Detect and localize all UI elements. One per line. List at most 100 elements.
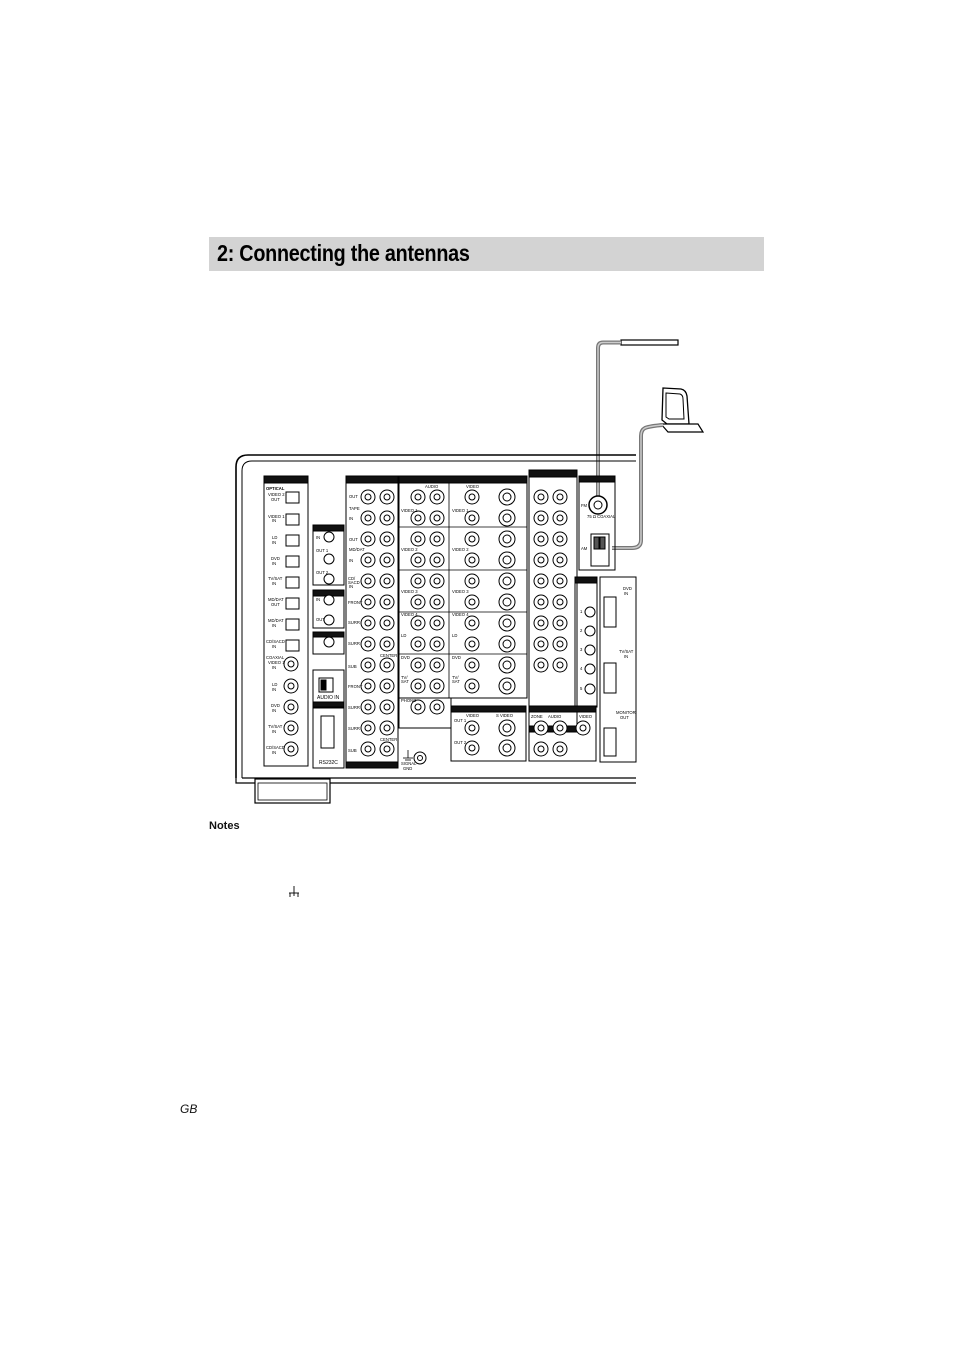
svg-text:SUB: SUB bbox=[348, 664, 357, 669]
svg-text:VIDEO 4: VIDEO 4 bbox=[452, 612, 469, 617]
svg-text:COAXIAL: COAXIAL bbox=[266, 655, 285, 660]
svg-text:SURR: SURR bbox=[348, 641, 360, 646]
svg-text:CENTER: CENTER bbox=[380, 653, 397, 658]
section-title-bar: 2: Connecting the antennas bbox=[209, 237, 764, 271]
svg-text:TV/: TV/ bbox=[401, 675, 408, 680]
svg-text:MD/DAT: MD/DAT bbox=[268, 618, 284, 623]
svg-text:SURR: SURR bbox=[348, 726, 360, 731]
svg-text:VIDEO 1: VIDEO 1 bbox=[452, 508, 469, 513]
ground-icon bbox=[289, 886, 299, 897]
antenna-terminals bbox=[588, 495, 610, 567]
svg-text:AUDIO: AUDIO bbox=[548, 714, 562, 719]
svg-text:VIDEO: VIDEO bbox=[466, 713, 480, 718]
svg-text:DVD: DVD bbox=[401, 655, 410, 660]
svg-text:SURR: SURR bbox=[348, 620, 360, 625]
svg-text:VIDEO 3: VIDEO 3 bbox=[401, 589, 418, 594]
svg-text:1: 1 bbox=[580, 609, 583, 614]
svg-text:MD/DAT: MD/DAT bbox=[349, 547, 365, 552]
svg-text:OUT: OUT bbox=[349, 494, 358, 499]
svg-text:IN: IN bbox=[272, 687, 276, 692]
audio-jacks bbox=[318, 488, 617, 765]
svg-text:AM: AM bbox=[581, 546, 588, 551]
svg-text:SAT: SAT bbox=[401, 679, 409, 684]
svg-text:VIDEO 3: VIDEO 3 bbox=[452, 589, 469, 594]
svg-text:SURR: SURR bbox=[348, 705, 360, 710]
svg-text:SAT: SAT bbox=[452, 679, 460, 684]
svg-text:FM: FM bbox=[581, 503, 588, 508]
svg-text:AUDIO IN: AUDIO IN bbox=[317, 695, 340, 701]
svg-text:OUT 2: OUT 2 bbox=[454, 740, 467, 745]
svg-text:IN: IN bbox=[272, 561, 276, 566]
svg-text:IN: IN bbox=[272, 644, 276, 649]
svg-text:MONITOR: MONITOR bbox=[616, 710, 636, 715]
svg-text:IN: IN bbox=[272, 708, 276, 713]
coaxial-jacks bbox=[283, 656, 299, 757]
svg-text:TV/SAT: TV/SAT bbox=[268, 576, 283, 581]
svg-text:DVD: DVD bbox=[623, 586, 632, 591]
svg-text:IN: IN bbox=[272, 729, 276, 734]
svg-text:SUB: SUB bbox=[348, 748, 357, 753]
svg-text:VIDEO 1: VIDEO 1 bbox=[401, 508, 418, 513]
svg-text:FRONT: FRONT bbox=[348, 600, 363, 605]
svg-text:IN: IN bbox=[272, 518, 276, 523]
svg-text:RS232C: RS232C bbox=[319, 760, 338, 766]
svg-text:VIDEO 2: VIDEO 2 bbox=[401, 547, 418, 552]
svg-text:LD: LD bbox=[401, 633, 406, 638]
svg-text:IN: IN bbox=[624, 591, 628, 596]
svg-text:IN: IN bbox=[316, 597, 320, 602]
svg-text:OUT: OUT bbox=[271, 602, 280, 607]
svg-text:S VIDEO: S VIDEO bbox=[496, 713, 514, 718]
svg-text:DVD: DVD bbox=[271, 556, 280, 561]
svg-text:VIDEO 1: VIDEO 1 bbox=[268, 514, 285, 519]
svg-text:75 Ω COAXIAL: 75 Ω COAXIAL bbox=[587, 514, 616, 519]
svg-text:IN: IN bbox=[349, 558, 353, 563]
svg-text:IN: IN bbox=[272, 665, 276, 670]
svg-text:CD/SACD: CD/SACD bbox=[266, 745, 285, 750]
svg-text:IN: IN bbox=[624, 654, 628, 659]
svg-text:VIDEO: VIDEO bbox=[579, 714, 593, 719]
svg-text:TV/SAT: TV/SAT bbox=[619, 649, 634, 654]
svg-text:VIDEO 4: VIDEO 4 bbox=[401, 612, 418, 617]
svg-text:CD/SACD: CD/SACD bbox=[266, 639, 285, 644]
svg-text:PHONO: PHONO bbox=[401, 698, 417, 703]
svg-text:AUDIO: AUDIO bbox=[425, 484, 439, 489]
svg-text:LD: LD bbox=[272, 682, 277, 687]
svg-text:2: 2 bbox=[580, 628, 583, 633]
svg-text:SACD: SACD bbox=[348, 580, 360, 585]
svg-text:IN: IN bbox=[316, 535, 320, 540]
svg-text:OUT 2: OUT 2 bbox=[316, 570, 329, 575]
svg-text:IN: IN bbox=[272, 540, 276, 545]
svg-text:OUT: OUT bbox=[620, 715, 629, 720]
svg-text:FRONT: FRONT bbox=[348, 684, 363, 689]
svg-text:OUT 1: OUT 1 bbox=[316, 548, 329, 553]
svg-text:IN: IN bbox=[272, 750, 276, 755]
svg-text:VIDEO 1: VIDEO 1 bbox=[268, 660, 285, 665]
svg-text:CENTER: CENTER bbox=[380, 737, 397, 742]
language-tag: GB bbox=[180, 1102, 198, 1116]
svg-text:SIGNAL: SIGNAL bbox=[401, 761, 417, 766]
svg-text:OUT: OUT bbox=[271, 497, 280, 502]
svg-text:ZONE: ZONE bbox=[531, 714, 543, 719]
svg-text:3: 3 bbox=[580, 647, 583, 652]
svg-text:DVD: DVD bbox=[271, 703, 280, 708]
svg-text:IN: IN bbox=[272, 581, 276, 586]
svg-text:OUT: OUT bbox=[349, 537, 358, 542]
svg-text:OUT: OUT bbox=[316, 617, 325, 622]
svg-text:LD: LD bbox=[272, 535, 277, 540]
svg-text:5: 5 bbox=[580, 686, 583, 691]
svg-text:IN: IN bbox=[349, 584, 353, 589]
receiver-rear-panel bbox=[235, 454, 637, 804]
svg-text:MD/DAT: MD/DAT bbox=[268, 597, 284, 602]
svg-text:DVD: DVD bbox=[452, 655, 461, 660]
page-title: 2: Connecting the antennas bbox=[217, 240, 470, 266]
notes-heading: Notes bbox=[209, 820, 240, 832]
svg-text:LD: LD bbox=[452, 633, 457, 638]
svg-text:VIDEO 2: VIDEO 2 bbox=[452, 547, 469, 552]
optical-jacks bbox=[285, 491, 300, 652]
svg-text:4: 4 bbox=[580, 666, 583, 671]
svg-text:CD/: CD/ bbox=[348, 576, 356, 581]
svg-text:OPTICAL: OPTICAL bbox=[266, 486, 285, 491]
svg-text:TV/SAT: TV/SAT bbox=[268, 724, 283, 729]
